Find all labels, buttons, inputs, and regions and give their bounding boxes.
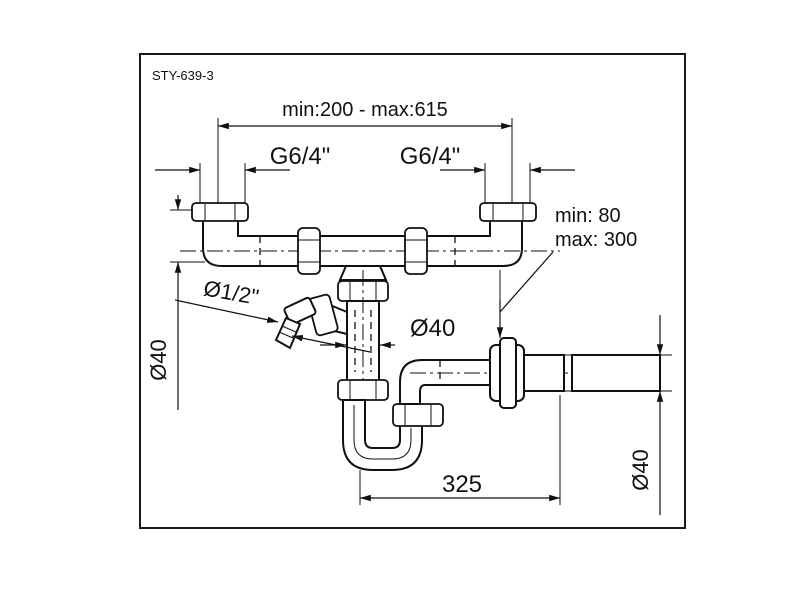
thread-dimension-right: G6/4" (400, 143, 575, 205)
twin-inlet-pipe (180, 202, 560, 302)
trap-upper-nut (337, 379, 389, 401)
tail-min-label: min: 80 (555, 205, 621, 227)
thread-dimension-left: G6/4" (155, 143, 330, 205)
bottle-trap (337, 359, 660, 471)
right-diameter-dimension: Ø40 (628, 315, 672, 515)
product-code: STY-639-3 (152, 68, 214, 83)
inlet-diameter-label: Ø40 (410, 315, 455, 342)
length-dimension: 325 (359, 395, 561, 505)
right-diameter-label: Ø40 (628, 449, 653, 491)
outlet-tube (489, 337, 661, 409)
span-dimension: min:200 - max:615 (217, 99, 513, 205)
tail-max-label: max: 300 (555, 229, 637, 251)
left-diameter-label: Ø40 (146, 339, 171, 381)
right-inlet-nut (479, 202, 537, 222)
hose-label: Ø1/2" (202, 275, 261, 309)
left-diameter-dimension: Ø40 (146, 195, 205, 410)
left-inlet-nut (191, 202, 249, 222)
tail-dimension: min: 80 max: 300 (496, 205, 637, 338)
drawing-frame (139, 53, 686, 529)
span-label: min:200 - max:615 (282, 99, 448, 121)
thread-right-label: G6/4" (400, 143, 461, 170)
hose-connector (274, 293, 348, 350)
right-coupling-nut (404, 227, 428, 275)
thread-left-label: G6/4" (270, 143, 331, 170)
length-label: 325 (442, 471, 482, 498)
trap-outlet-nut (392, 403, 444, 427)
left-coupling-nut (297, 227, 321, 275)
